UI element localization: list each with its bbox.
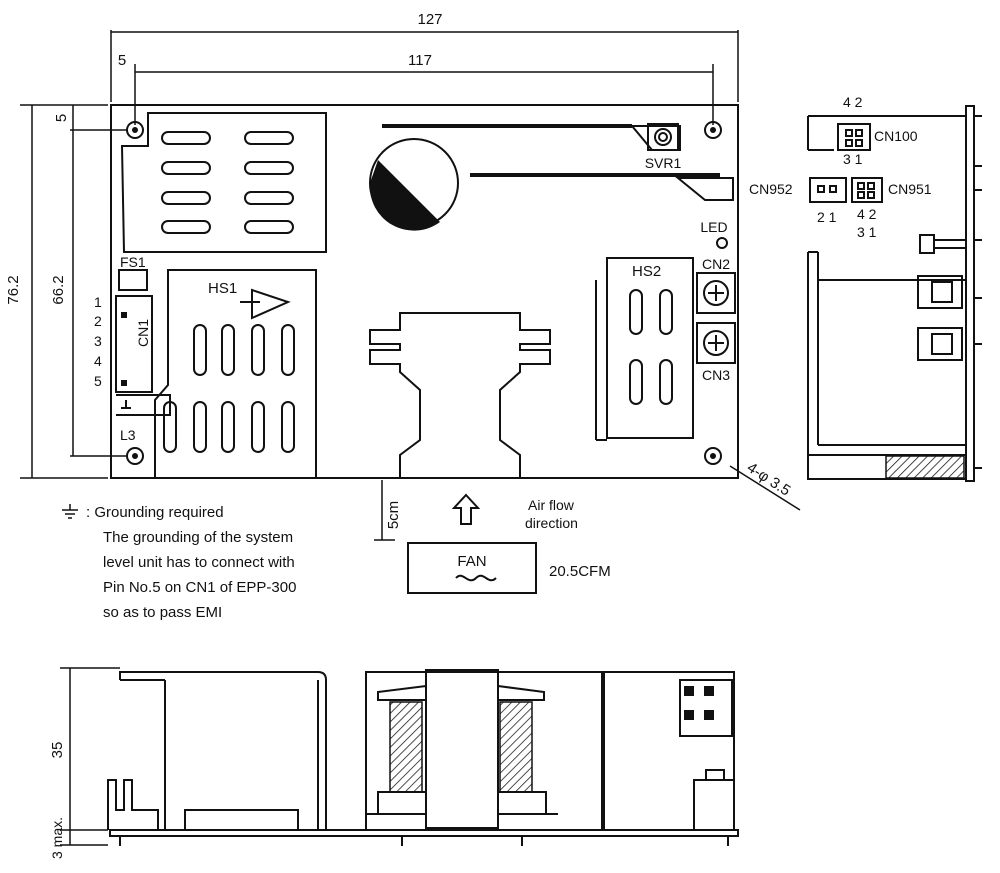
- grounding-title: : Grounding required: [86, 504, 224, 521]
- cn951-label: CN951: [888, 181, 932, 197]
- cn951-bottom-pins: 3 1: [857, 224, 877, 240]
- cn1-pin-2: 2: [94, 313, 102, 329]
- fs1-cn1-block: [115, 269, 171, 416]
- cn1-label: CN1: [135, 319, 151, 347]
- airflow-label-1: Air flow: [528, 497, 575, 513]
- dim-5-top: 5: [53, 114, 70, 122]
- input-heatsink-block: [120, 112, 327, 253]
- hs2-heatsink: [595, 257, 694, 441]
- cn952-pins: 2 1: [817, 209, 837, 225]
- led-indicator: [716, 237, 728, 249]
- dim-35: 35: [49, 742, 66, 759]
- cn1-pin-1: 1: [94, 294, 102, 310]
- ground-icon: [62, 504, 78, 519]
- svr1-potentiometer: [647, 123, 679, 151]
- fan-cfm: 20.5CFM: [549, 563, 611, 580]
- cn3-label: CN3: [702, 367, 730, 383]
- top-rails: [382, 124, 734, 201]
- note-line-3: Pin No.5 on CN1 of EPP-300: [103, 579, 296, 596]
- dim-5cm: 5cm: [385, 501, 402, 529]
- hs1-label: HS1: [208, 280, 237, 297]
- cn952-label: CN952: [749, 181, 793, 197]
- fs1-label: FS1: [120, 254, 146, 270]
- cn951-top-pins: 4 2: [857, 206, 877, 222]
- fan-box: [407, 542, 537, 594]
- capacitor: [369, 138, 459, 231]
- side-view: [807, 105, 982, 482]
- fan-label: FAN: [457, 553, 486, 570]
- airflow-arrow: [451, 493, 481, 525]
- hs1-heatsink: [154, 269, 317, 479]
- dim-117: 117: [408, 52, 432, 69]
- note-line-1: The grounding of the system: [103, 529, 293, 546]
- dim-5-left: 5: [118, 52, 126, 69]
- cn100-label: CN100: [874, 128, 918, 144]
- svr1-label: SVR1: [645, 155, 682, 171]
- led-label: LED: [700, 219, 727, 235]
- l3-label: L3: [120, 427, 136, 443]
- note-line-2: level unit has to connect with: [103, 554, 295, 571]
- cn1-pin-5: 5: [94, 373, 102, 389]
- dim-76-2: 76.2: [5, 275, 22, 304]
- dim-3-max: 3 max.: [49, 817, 65, 859]
- airflow-label-2: direction: [525, 515, 578, 531]
- hs2-label: HS2: [632, 263, 661, 280]
- dimension-lines: [20, 30, 801, 541]
- cn2-label: CN2: [702, 256, 730, 272]
- front-view: [60, 667, 739, 846]
- note-line-4: so as to pass EMI: [103, 604, 222, 621]
- cn100-top-pins: 4 2: [843, 94, 863, 110]
- dim-66-2: 66.2: [50, 275, 67, 304]
- transformer-core: [369, 312, 551, 479]
- cn2-cn3-terminals: [696, 272, 736, 364]
- cn1-pin-3: 3: [94, 333, 102, 349]
- cn1-pin-4: 4: [94, 353, 102, 369]
- cn100-bottom-pins: 3 1: [843, 151, 863, 167]
- dim-127: 127: [417, 11, 442, 28]
